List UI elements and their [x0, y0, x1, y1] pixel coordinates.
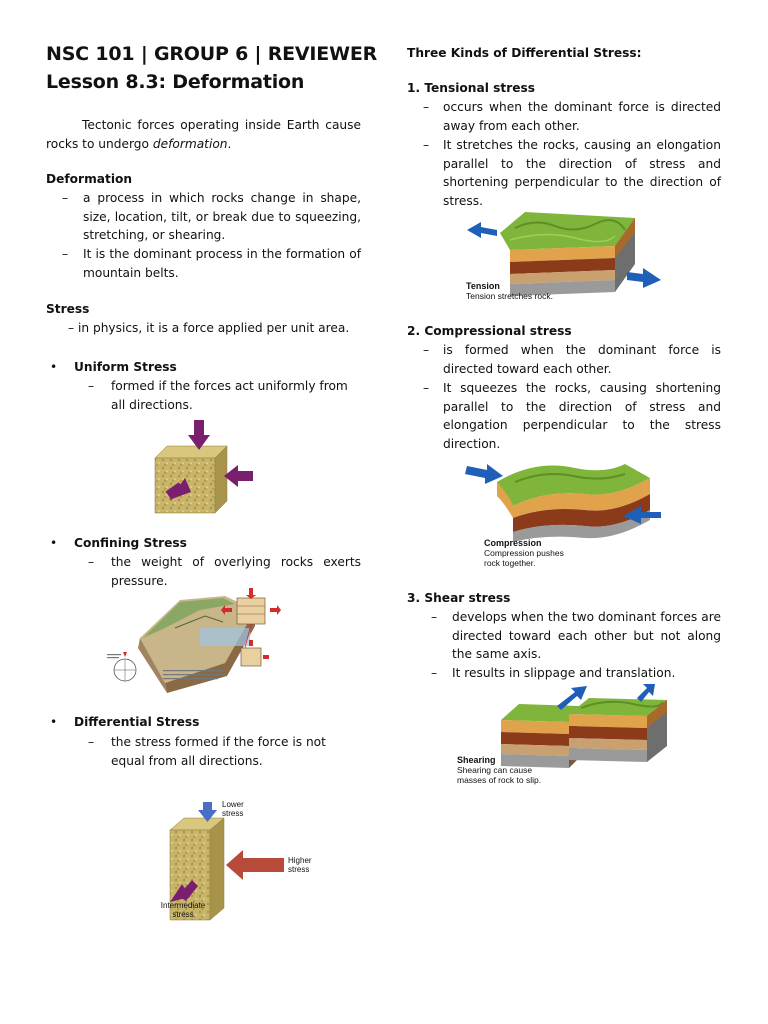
title-line-2: Lesson 8.3: Deformation	[46, 71, 305, 93]
deformation-heading: Deformation	[46, 172, 133, 186]
bullet-confining: •	[50, 536, 58, 550]
compressional-point-1: is formed when the dominant force is dir…	[443, 343, 721, 376]
intro-term: deformation	[152, 136, 228, 151]
tensional-dash-1: –	[423, 100, 430, 114]
tension-caption-text: Tension stretches rock.	[466, 291, 553, 301]
differential-stress-figure	[169, 802, 284, 921]
compression-caption-text: Compression pushes rock together.	[484, 548, 564, 568]
differential-dash: –	[88, 735, 95, 749]
title-line-1: NSC 101 | GROUP 6 | REVIEWER	[46, 43, 378, 65]
shear-figure	[501, 684, 667, 768]
uniform-dash: –	[88, 379, 95, 393]
deformation-dash-1: –	[62, 191, 69, 205]
deformation-dash-2: –	[62, 247, 69, 261]
deformation-point-2: It is the dominant process in the format…	[83, 247, 361, 280]
shear-caption-text: Shearing can cause masses of rock to sli…	[457, 765, 542, 785]
compressional-heading: 2. Compressional stress	[407, 324, 572, 338]
shear-caption-title: Shearing	[457, 755, 496, 765]
uniform-stress-figure	[154, 420, 253, 514]
confining-stress-figure	[107, 588, 281, 693]
higher-stress-label: Higher stress	[288, 856, 312, 874]
tensional-point-2: It stretches the rocks, causing an elong…	[443, 138, 721, 208]
tension-caption-title: Tension	[466, 281, 500, 291]
uniform-heading: Uniform Stress	[74, 360, 177, 374]
stress-definition: – in physics, it is a force applied per …	[68, 321, 350, 335]
compressional-point-2: It squeezes the rocks, causing shortenin…	[443, 381, 721, 451]
confining-heading: Confining Stress	[74, 536, 187, 550]
deformation-point-1: a process in which rocks change in shape…	[83, 191, 361, 243]
uniform-point: formed if the forces act uniformly from …	[111, 379, 348, 412]
shear-point-2: It results in slippage and translation.	[452, 666, 676, 680]
shear-heading: 3. Shear stress	[407, 591, 511, 605]
compressional-dash-1: –	[423, 343, 430, 357]
page-title: NSC 101 | GROUP 6 | REVIEWER Lesson 8.3:…	[46, 40, 386, 96]
stress-heading: Stress	[46, 302, 90, 316]
shear-point-1: develops when the two dominant forces ar…	[452, 610, 721, 662]
confining-dash: –	[88, 555, 95, 569]
bullet-differential: •	[50, 715, 58, 729]
compression-figure	[465, 464, 661, 542]
bullet-uniform: •	[50, 360, 58, 374]
tensional-dash-2: –	[423, 138, 430, 152]
lower-stress-label: Lower stress	[222, 800, 244, 818]
confining-point: the weight of overlying rocks exerts pre…	[111, 555, 361, 588]
shear-dash-1: –	[431, 610, 438, 624]
intermediate-stress-label: Intermediate stress	[160, 901, 206, 919]
intro-paragraph: Tectonic forces operating inside Earth c…	[46, 118, 361, 151]
differential-point: the stress formed if the force is not eq…	[111, 735, 326, 768]
shear-dash-2: –	[431, 666, 438, 680]
tension-figure	[467, 212, 661, 296]
tensional-point-1: occurs when the dominant force is direct…	[443, 100, 721, 133]
compression-caption-title: Compression	[484, 538, 542, 548]
compressional-dash-2: –	[423, 381, 430, 395]
kinds-heading: Three Kinds of Differential Stress:	[407, 46, 642, 60]
differential-heading: Differential Stress	[74, 715, 200, 729]
tensional-heading: 1. Tensional stress	[407, 81, 535, 95]
